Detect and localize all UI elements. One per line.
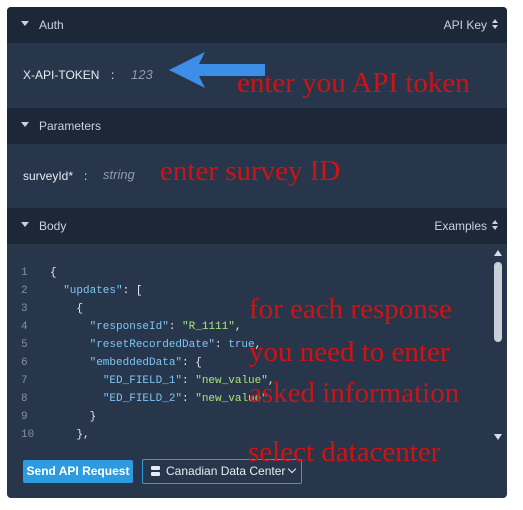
code-text: "ED_FIELD_2": "new_value" xyxy=(102,393,268,405)
left-arrow-icon xyxy=(169,52,265,88)
line-number: 1 xyxy=(21,267,28,279)
code-text: "updates": [ xyxy=(63,285,143,297)
code-line: 5 "resetRecordedDate": true, xyxy=(7,339,487,357)
code-line: 3 { xyxy=(7,303,487,321)
line-number: 5 xyxy=(21,339,28,351)
api-token-label: X-API-TOKEN xyxy=(23,68,100,82)
annotation-survey: enter survey ID xyxy=(160,155,341,187)
collapse-triangle-icon[interactable] xyxy=(21,21,29,26)
field-separator: : xyxy=(84,169,88,183)
api-token-input[interactable]: 123 xyxy=(131,67,153,82)
auth-scheme-select[interactable]: API Key xyxy=(443,18,487,32)
annotation-datacenter: select datacenter xyxy=(248,436,441,468)
send-api-request-button[interactable]: Send API Request xyxy=(23,460,133,483)
scroll-up-icon[interactable] xyxy=(494,250,502,256)
code-text: { xyxy=(76,303,84,315)
line-number: 9 xyxy=(21,411,28,423)
api-panel: Auth API Key X-API-TOKEN : 123 Parameter… xyxy=(7,7,507,498)
field-separator: : xyxy=(111,68,115,82)
parameters-section-header[interactable]: Parameters xyxy=(7,108,507,144)
line-number: 3 xyxy=(21,303,28,315)
code-line: 1{ xyxy=(7,267,487,285)
body-section-title: Body xyxy=(39,219,67,233)
editor-scrollbar[interactable] xyxy=(492,247,504,443)
datacenter-select[interactable]: Canadian Data Center xyxy=(142,459,302,484)
annotation-response-1: for each response xyxy=(249,293,452,325)
scroll-thumb[interactable] xyxy=(494,262,502,342)
json-body-editor[interactable]: 1{2 "updates": [3 {4 "responseId": "R_11… xyxy=(7,247,507,443)
code-line: 7 "ED_FIELD_1": "new_value", xyxy=(7,375,487,393)
code-text: "embeddedData": { xyxy=(89,357,202,369)
code-text: }, xyxy=(76,429,90,441)
parameters-section-title: Parameters xyxy=(39,119,102,133)
code-line: 8 "ED_FIELD_2": "new_value" xyxy=(7,393,487,411)
collapse-triangle-icon[interactable] xyxy=(21,222,29,227)
sort-arrows-icon[interactable] xyxy=(492,220,498,230)
survey-id-label: surveyId* xyxy=(23,169,74,183)
code-text: } xyxy=(89,411,97,423)
line-number: 4 xyxy=(21,321,28,333)
line-number: 10 xyxy=(21,429,35,441)
code-line: 6 "embeddedData": { xyxy=(7,357,487,375)
code-line: 4 "responseId": "R_1111", xyxy=(7,321,487,339)
annotation-response-2: you need to enter xyxy=(249,336,450,368)
code-line: 2 "updates": [ xyxy=(7,285,487,303)
survey-id-input[interactable]: string xyxy=(103,167,135,182)
annotation-token: enter you API token xyxy=(237,67,470,99)
line-number: 7 xyxy=(21,375,28,387)
code-text: { xyxy=(50,267,57,279)
auth-section-title: Auth xyxy=(39,18,64,32)
examples-select[interactable]: Examples xyxy=(434,219,487,233)
server-icon xyxy=(151,466,160,476)
code-text: "resetRecordedDate": true, xyxy=(89,339,262,351)
code-text: "responseId": "R_1111", xyxy=(89,321,242,333)
auth-section-header[interactable]: Auth API Key xyxy=(7,7,507,43)
code-line: 9 } xyxy=(7,411,487,429)
line-number: 8 xyxy=(21,393,28,405)
datacenter-selected-value: Canadian Data Center xyxy=(166,464,286,478)
code-line: 10 }, xyxy=(7,429,487,447)
code-text: "ED_FIELD_1": "new_value", xyxy=(102,375,275,387)
body-section-header[interactable]: Body Examples xyxy=(7,208,507,244)
collapse-triangle-icon[interactable] xyxy=(21,122,29,127)
annotation-response-3: asked information xyxy=(249,377,460,409)
scroll-down-icon[interactable] xyxy=(494,434,502,440)
line-number: 2 xyxy=(21,285,28,297)
line-number: 6 xyxy=(21,357,28,369)
sort-arrows-icon[interactable] xyxy=(492,19,498,29)
